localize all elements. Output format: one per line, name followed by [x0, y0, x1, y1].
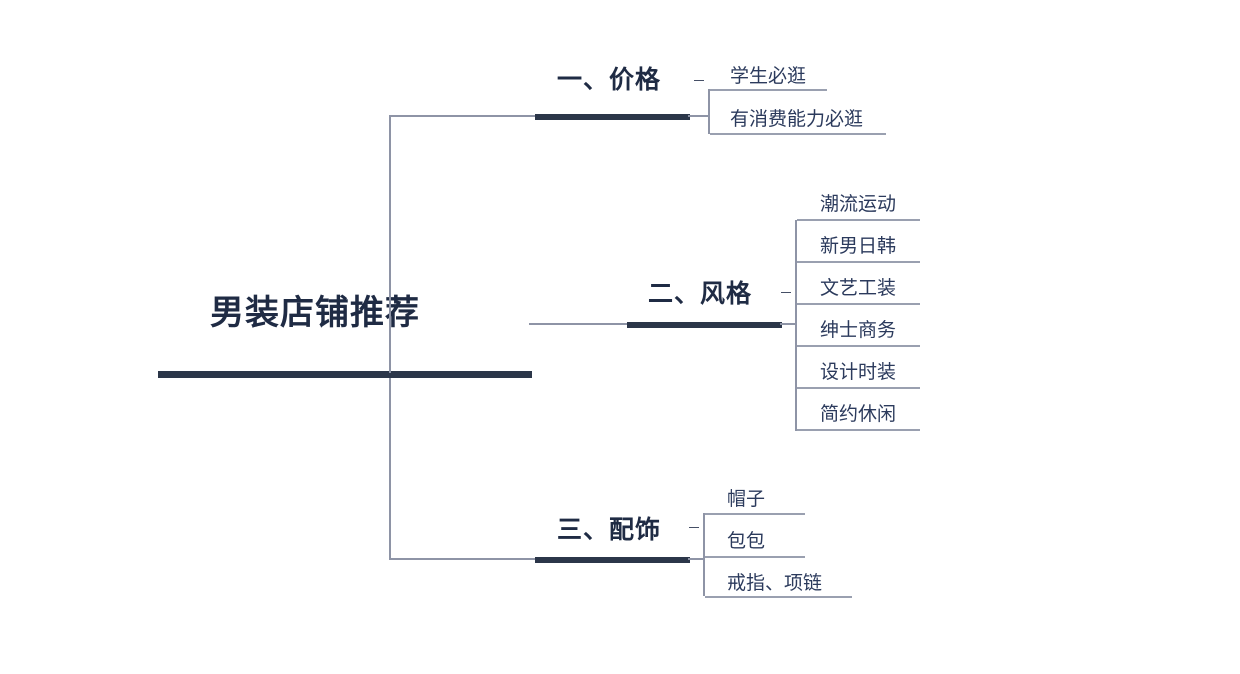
branch-1-child-spine [708, 89, 710, 134]
leaf-underline-1-1 [710, 89, 827, 91]
root-node-label[interactable]: 男装店铺推荐 [210, 293, 420, 333]
branch-label-1[interactable]: 一、价格 [557, 65, 662, 94]
leaf-underline-2-1 [797, 219, 920, 221]
leaf-underline-3-3 [705, 596, 852, 598]
branch-bar-1 [535, 114, 690, 120]
leaf-underline-2-5 [797, 387, 920, 389]
leaf-label-2-2[interactable]: 新男日韩 [820, 235, 897, 257]
branch-bar-3 [535, 557, 690, 563]
branch-2-child-spine [795, 220, 797, 431]
branch-3-child-spine [703, 513, 705, 596]
leaf-label-2-6[interactable]: 简约休闲 [820, 403, 897, 425]
leaf-underline-2-2 [797, 261, 920, 263]
leaf-underline-3-1 [705, 513, 805, 515]
leaf-label-2-3[interactable]: 文艺工装 [820, 277, 897, 299]
leaf-underline-2-6 [797, 429, 920, 431]
branch-1-connector [389, 115, 535, 117]
branch-3-connector [389, 558, 537, 560]
leaf-underline-2-3 [797, 303, 920, 305]
trunk-connector-up [389, 115, 391, 373]
leaf-label-3-2[interactable]: 包包 [727, 530, 766, 552]
leaf-label-2-5[interactable]: 设计时装 [820, 361, 897, 383]
leaf-underline-1-2 [710, 133, 886, 135]
branch-1-child-connector [688, 115, 710, 117]
leaf-underline-2-4 [797, 345, 920, 347]
collapse-minus-icon-branch-3[interactable] [686, 520, 701, 535]
collapse-minus-icon-branch-2[interactable] [778, 285, 793, 300]
leaf-label-3-1[interactable]: 帽子 [727, 488, 766, 510]
branch-bar-2 [627, 322, 782, 328]
leaf-label-2-4[interactable]: 绅士商务 [820, 319, 897, 341]
branch-label-2[interactable]: 二、风格 [648, 279, 753, 308]
leaf-label-2-1[interactable]: 潮流运动 [820, 193, 897, 215]
leaf-label-3-3[interactable]: 戒指、项链 [727, 572, 823, 594]
branch-2-connector [529, 323, 629, 325]
leaf-label-1-2[interactable]: 有消费能力必逛 [730, 108, 864, 130]
root-node-bar [158, 371, 532, 378]
branch-2-child-connector [780, 323, 797, 325]
leaf-label-1-1[interactable]: 学生必逛 [730, 65, 807, 87]
leaf-underline-3-2 [705, 556, 805, 558]
branch-label-3[interactable]: 三、配饰 [557, 515, 662, 544]
collapse-minus-icon-branch-1[interactable] [691, 73, 706, 88]
branch-3-child-connector [688, 558, 705, 560]
trunk-connector-down [389, 378, 391, 560]
